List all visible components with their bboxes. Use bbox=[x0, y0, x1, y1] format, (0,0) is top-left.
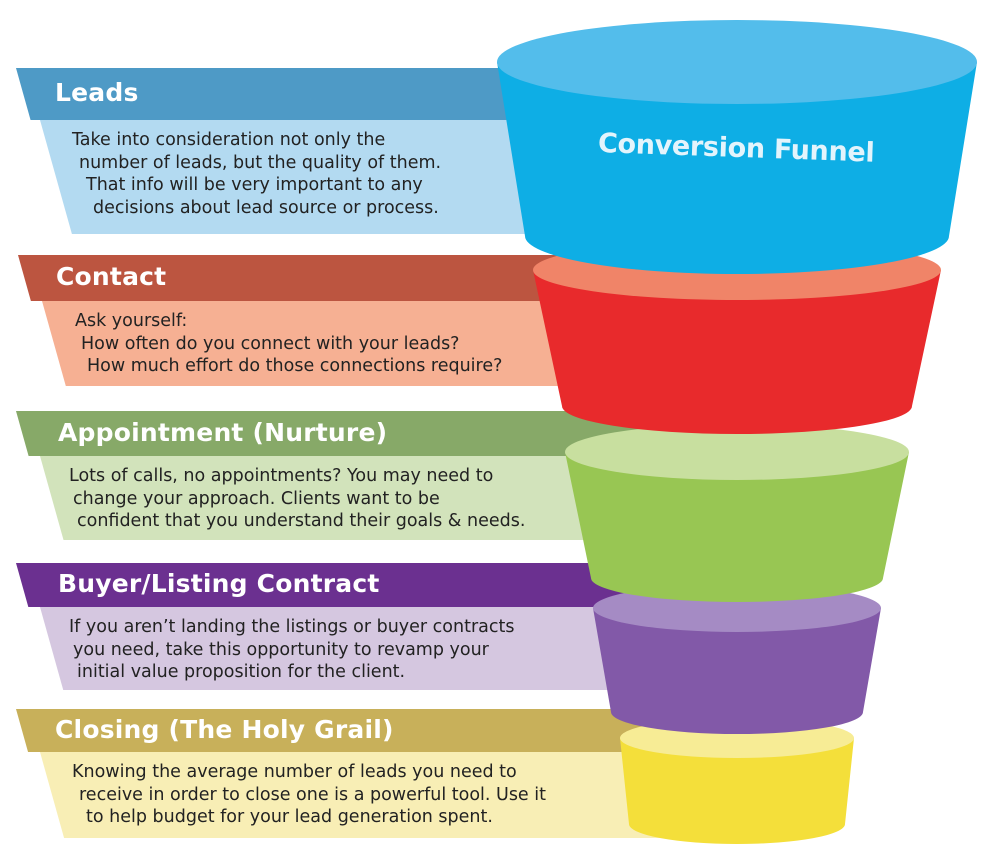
description-line: decisions about lead source or process. bbox=[93, 197, 439, 218]
stage-description: If you aren’t landing the listings or bu… bbox=[69, 616, 514, 684]
funnel-segment-1 bbox=[497, 20, 977, 274]
funnel-rim bbox=[565, 424, 909, 480]
description-line: you need, take this opportunity to revam… bbox=[73, 639, 489, 660]
funnel-segment-4 bbox=[593, 584, 881, 734]
description-line: change your approach. Clients want to be bbox=[73, 488, 440, 509]
stage-description: Lots of calls, no appointments? You may … bbox=[69, 465, 525, 533]
header-bar bbox=[18, 255, 697, 301]
description-line: Lots of calls, no appointments? You may … bbox=[69, 466, 494, 486]
funnel-body bbox=[565, 452, 909, 602]
stage-ribbon-5 bbox=[16, 709, 697, 838]
description-line: Take into consideration not only the bbox=[72, 130, 386, 150]
description-line: number of leads, but the quality of them… bbox=[79, 152, 442, 173]
stage-title: Contact bbox=[56, 262, 167, 291]
description-line: How much effort do those connections req… bbox=[87, 356, 503, 376]
stage-ribbon-2 bbox=[18, 255, 697, 386]
description-panel bbox=[40, 607, 697, 690]
funnel-body bbox=[593, 608, 881, 734]
description-line: confident that you understand their goal… bbox=[77, 511, 526, 531]
description-line: initial value proposition for the client… bbox=[77, 662, 406, 682]
description-panel bbox=[40, 752, 697, 838]
funnel-rim bbox=[497, 20, 977, 104]
description-line: to help budget for your lead generation … bbox=[86, 807, 493, 827]
funnel-body bbox=[497, 62, 977, 274]
funnel-segment-5 bbox=[620, 718, 854, 844]
header-bar bbox=[16, 563, 697, 607]
description-panel bbox=[40, 456, 697, 540]
description-line: Ask yourself: bbox=[75, 311, 188, 331]
description-line: That info will be very important to any bbox=[86, 175, 423, 195]
description-line: Knowing the average number of leads you … bbox=[72, 762, 517, 782]
stage-ribbon-3 bbox=[16, 411, 697, 540]
header-bar bbox=[16, 411, 697, 456]
funnel-segment-3 bbox=[565, 424, 909, 602]
description-line: How often do you connect with your leads… bbox=[81, 333, 460, 354]
header-bar bbox=[16, 709, 697, 752]
stage-ribbon-4 bbox=[16, 563, 697, 690]
description-line: receive in order to close one is a power… bbox=[79, 784, 546, 805]
funnel-body bbox=[620, 738, 854, 844]
stage-title: Leads bbox=[55, 78, 139, 107]
description-panel bbox=[42, 301, 697, 386]
description-line: If you aren’t landing the listings or bu… bbox=[69, 617, 515, 637]
stage-title: Buyer/Listing Contract bbox=[58, 569, 380, 598]
funnel-body bbox=[533, 270, 941, 434]
stage-title: Closing (The Holy Grail) bbox=[55, 714, 394, 744]
stage-description: Ask yourself:How often do you connect wi… bbox=[75, 310, 502, 378]
stage-description: Knowing the average number of leads you … bbox=[72, 761, 546, 829]
stage-title: Appointment (Nurture) bbox=[58, 417, 388, 447]
